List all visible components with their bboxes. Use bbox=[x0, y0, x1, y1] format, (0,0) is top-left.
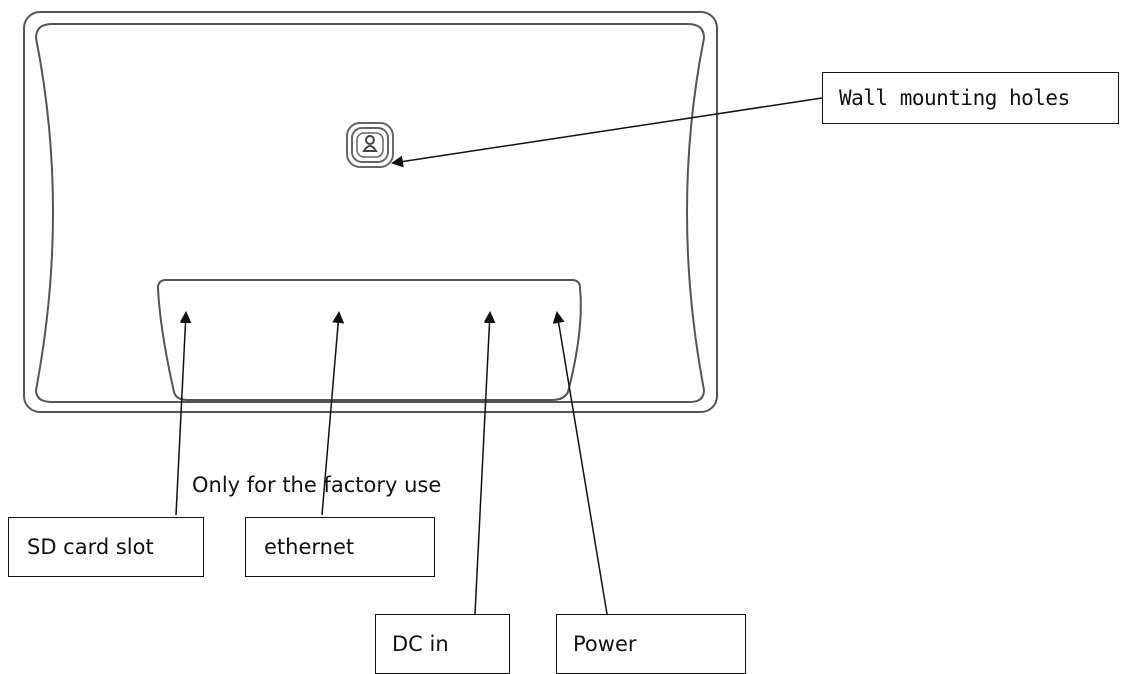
dc-in-arrow bbox=[474, 311, 496, 615]
keyhole-mount-icon bbox=[346, 122, 394, 168]
sd-card-arrow bbox=[175, 311, 192, 516]
connector-panel bbox=[156, 279, 582, 401]
device-inner-contour bbox=[34, 23, 706, 403]
ethernet-label: ethernet bbox=[245, 517, 435, 577]
power-label: Power bbox=[556, 614, 746, 674]
ethernet-arrow bbox=[321, 311, 345, 516]
sd-card-slot-label: SD card slot bbox=[8, 517, 204, 577]
wall-mount-arrow bbox=[391, 97, 823, 168]
factory-use-note: Only for the factory use bbox=[192, 473, 442, 497]
wall-mounting-holes-label: Wall mounting holes bbox=[822, 72, 1119, 124]
power-arrow bbox=[552, 311, 608, 615]
device-outer-shell bbox=[23, 11, 718, 413]
dc-in-label: DC in bbox=[375, 614, 510, 674]
